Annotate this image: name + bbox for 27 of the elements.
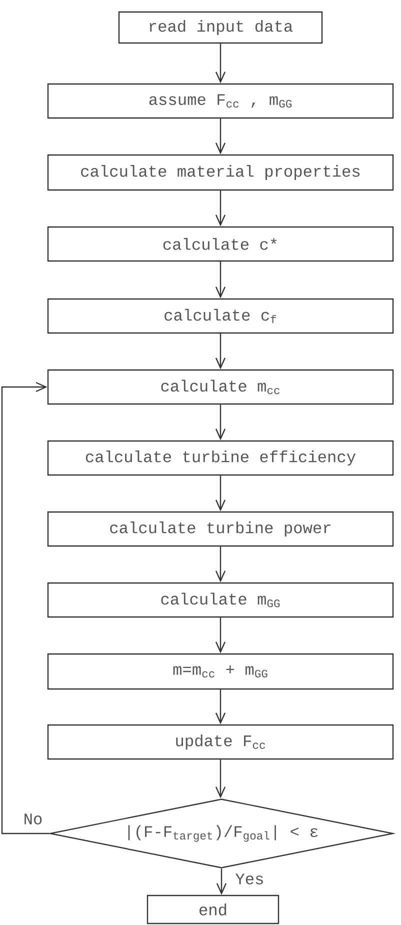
process-box: update F$_{cc}$: [47, 724, 394, 760]
process-box: calculate m$_{GG}$: [47, 582, 394, 618]
arrow: [215, 118, 226, 154]
arrow: [215, 262, 226, 298]
edge-label: No: [22, 812, 44, 826]
arrow: [215, 404, 226, 440]
process-box: calculate turbine power: [47, 511, 394, 547]
process-box: calculate c$_{f}$: [47, 298, 394, 334]
process-box: calculate m$_{cc}$: [47, 369, 394, 405]
process-box: calculate c*: [47, 226, 394, 262]
process-box: assume F$_{cc}$ , m$_{GG}$: [47, 83, 394, 119]
arrow: [215, 690, 226, 724]
arrow: [215, 190, 226, 226]
process-box: end: [146, 894, 280, 924]
arrow: [215, 618, 226, 654]
arrow: [215, 760, 226, 798]
arrow: [1, 382, 50, 834]
arrow: [215, 476, 226, 512]
process-box: m=m$_{cc}$ + m$_{GG}$: [47, 653, 394, 690]
edge-label: Yes: [234, 872, 266, 886]
process-box: calculate turbine efficiency: [47, 440, 394, 476]
process-box: calculate material properties: [47, 154, 394, 191]
arrow: [215, 44, 226, 84]
arrow: [216, 868, 227, 895]
process-box: read input data: [118, 11, 323, 44]
arrow: [215, 334, 226, 370]
arrow: [215, 546, 226, 582]
